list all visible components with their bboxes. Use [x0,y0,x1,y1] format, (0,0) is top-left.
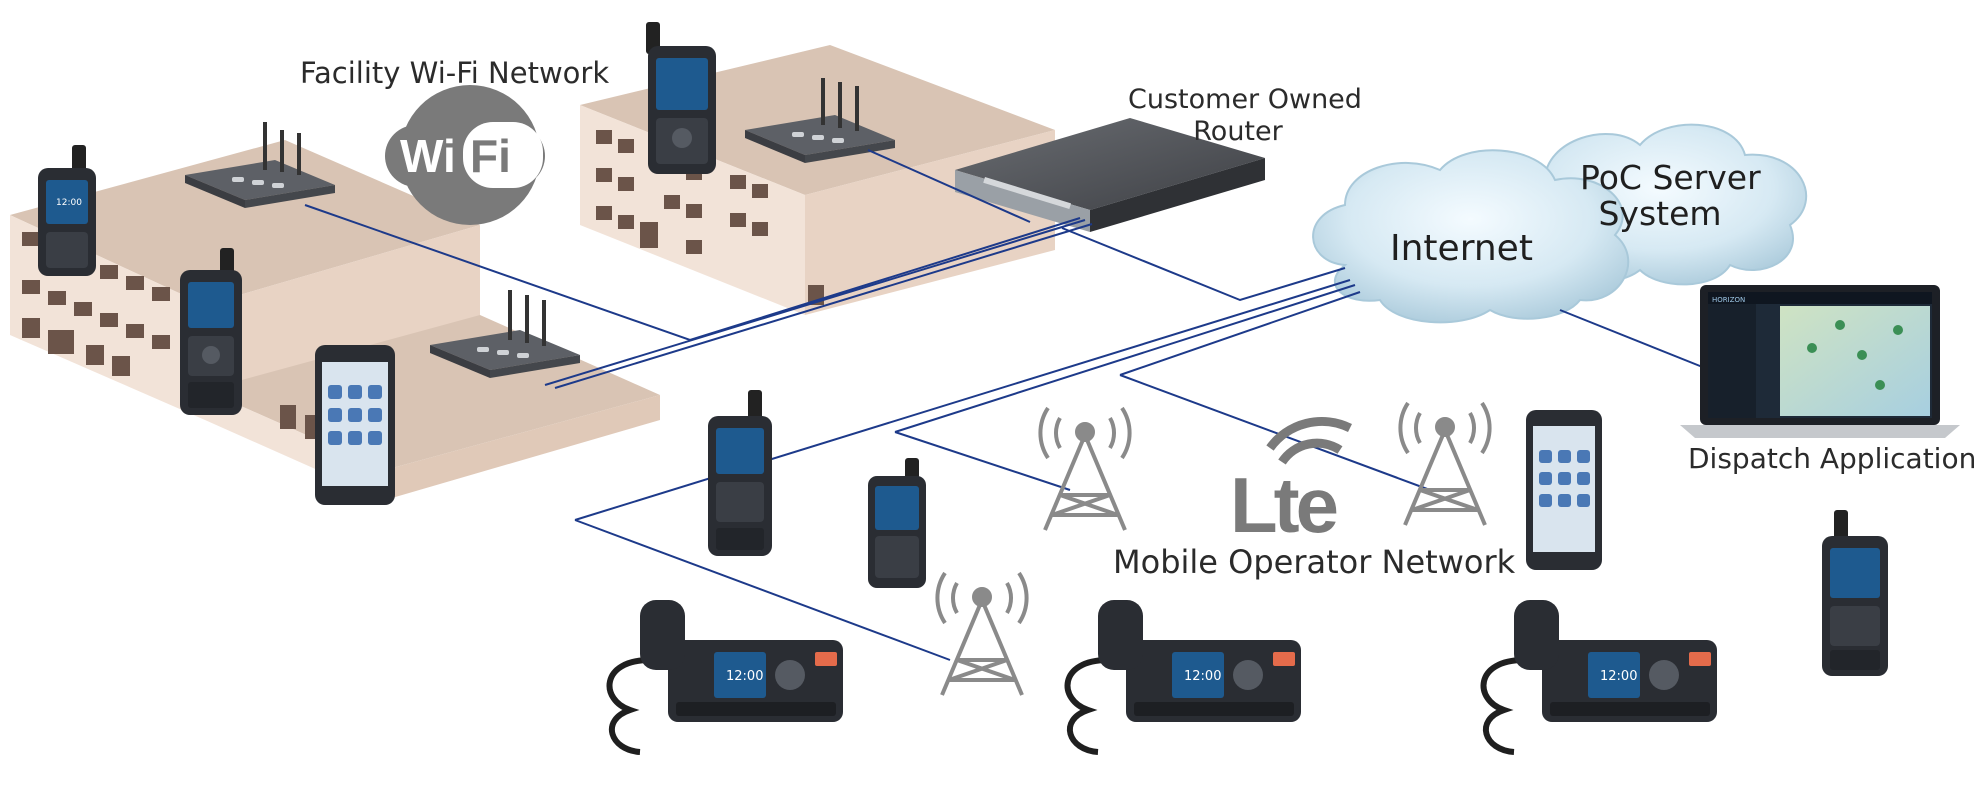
router-label: Customer Owned Router [1128,84,1362,148]
mobile-radio-1-clock: 12:00 [726,669,763,684]
cell-tower-2 [1398,401,1492,526]
radio-handheld-5 [868,458,926,588]
poc-server-label: PoC Server System [1580,158,1761,233]
svg-text:Wi: Wi [400,130,456,182]
mobile-radio-1: 12:00 [606,600,843,755]
radio-handheld-6 [1822,510,1888,676]
lte-logo: Lte [1230,417,1352,549]
poc-label-line1: PoC Server [1580,158,1761,197]
svg-text:Fi: Fi [470,130,511,182]
access-point-3 [430,290,580,378]
internet-label: Internet [1390,228,1533,269]
connection-lines [304,149,1711,661]
access-point-2 [745,78,895,163]
mobile-radio-2-clock: 12:00 [1184,669,1221,684]
radio-handheld-2 [646,22,716,174]
cell-tower-3 [935,571,1029,696]
mobile-operator-label: Mobile Operator Network [1113,543,1516,581]
mobile-radio-3: 12:00 [1480,600,1717,755]
dispatch-application-label: Dispatch Application [1688,442,1977,475]
radio-handheld-4 [708,390,772,556]
dispatch-app-name: HORIZON [1712,296,1745,304]
svg-text:Lte: Lte [1230,461,1337,549]
cell-tower-1 [1038,406,1132,531]
access-point-1 [185,122,335,208]
wifi-logo: Wi Fi [385,85,545,225]
router-label-line2: Router [1193,116,1283,147]
radio-handheld-1: 12:00 [38,145,96,276]
router-label-line1: Customer Owned [1128,84,1362,115]
mobile-radio-3-clock: 12:00 [1600,669,1637,684]
mobile-radio-2: 12:00 [1064,600,1301,755]
radio-1-clock: 12:00 [56,198,82,208]
radio-handheld-3 [180,248,242,415]
facility-wifi-label: Facility Wi-Fi Network [300,56,610,90]
customer-router [955,118,1265,232]
poc-label-line2: System [1598,194,1722,233]
smart-device-2 [1526,410,1602,570]
smart-device-1 [315,345,395,505]
building-left [10,140,660,500]
dispatch-laptop: HORIZON [1680,285,1960,438]
internet-cloud [1312,149,1630,324]
